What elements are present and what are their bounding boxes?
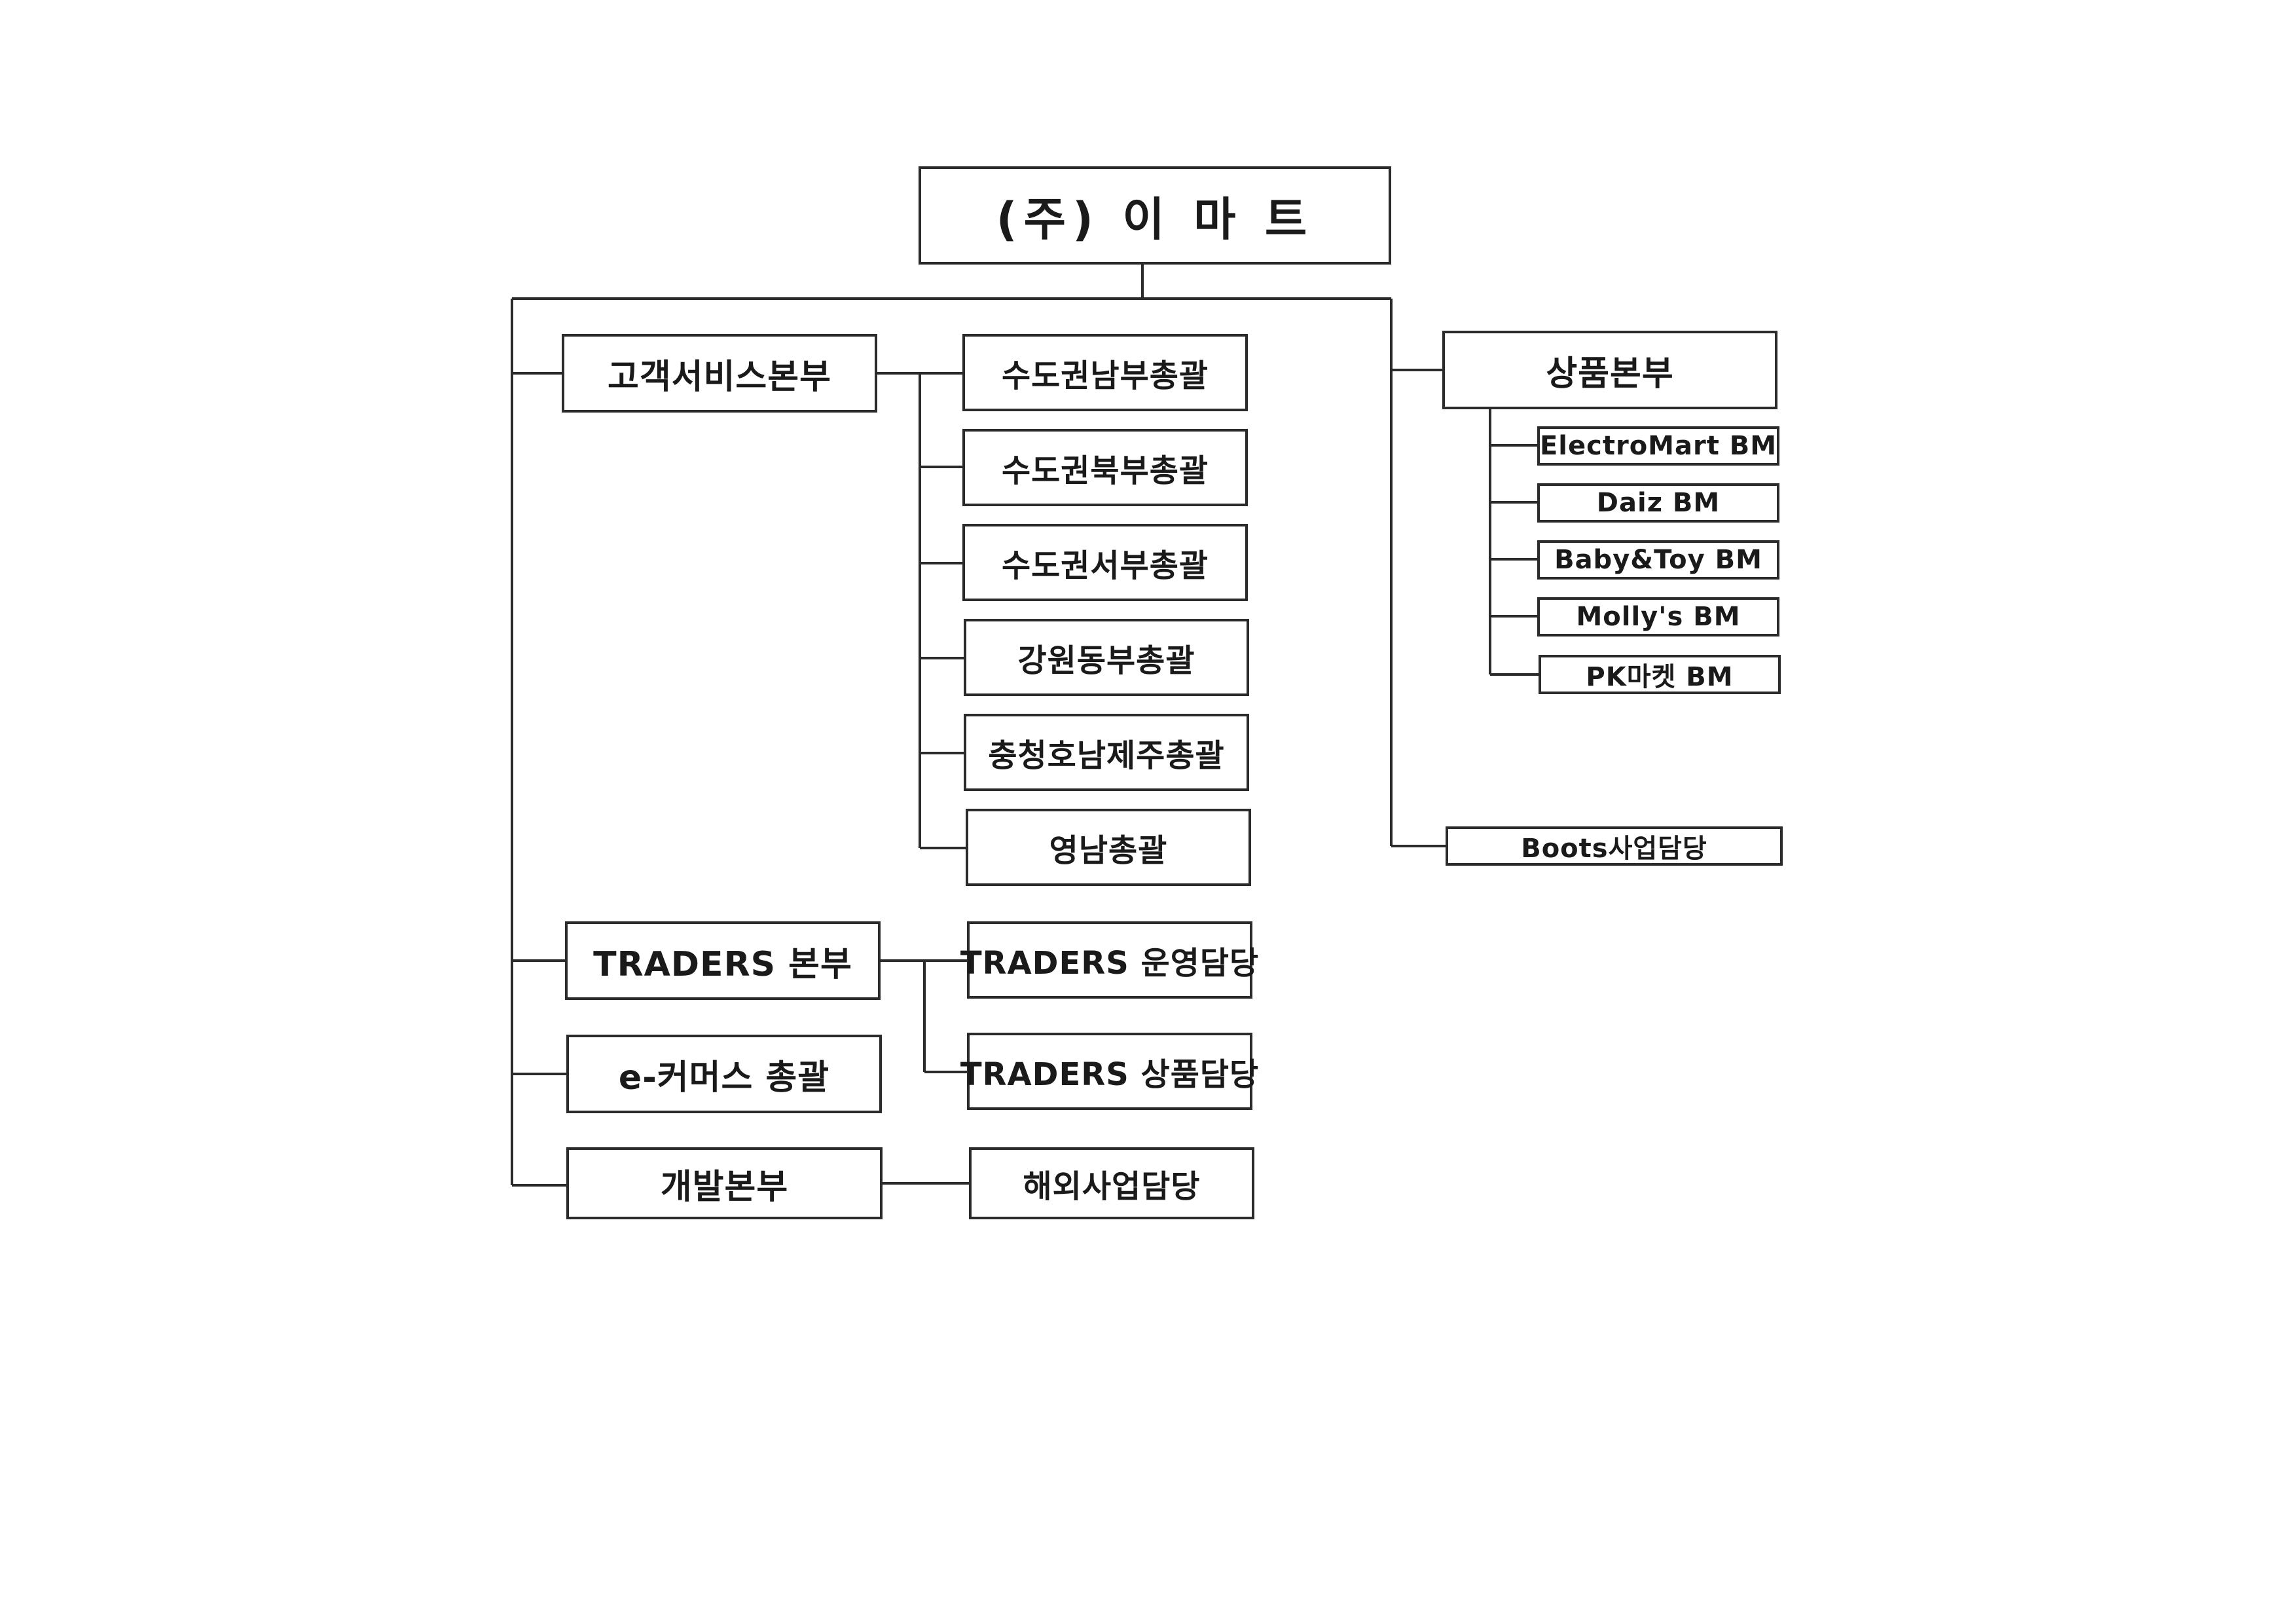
merchandise-bm-label: PK마켓 BM xyxy=(1586,662,1734,692)
region-box: 수도권서부총괄 xyxy=(962,524,1248,601)
traders-child-label: TRADERS 운영담당 xyxy=(960,945,1260,982)
boots-business-box: Boots사업담당 xyxy=(1446,826,1783,866)
traders-child-box: TRADERS 상품담당 xyxy=(960,1033,1258,1110)
traders-division-label: TRADERS 본부 xyxy=(593,944,852,984)
root-company-box: (주) 이 마 트 xyxy=(919,166,1391,265)
region-label: 강원동부총괄 xyxy=(1017,642,1195,679)
customer-service-division-label: 고객서비스본부 xyxy=(608,357,831,397)
root-company-label: (주) 이 마 트 xyxy=(996,192,1314,246)
customer-service-division-box: 고객서비스본부 xyxy=(562,334,877,413)
boots-business-label: Boots사업담당 xyxy=(1521,834,1707,864)
region-box: 수도권북부총괄 xyxy=(962,429,1248,506)
region-box: 강원동부총괄 xyxy=(964,619,1249,696)
traders-division-box: TRADERS 본부 xyxy=(565,921,881,1000)
region-box: 수도권남부총괄 xyxy=(962,334,1248,411)
merchandise-bm-box: ElectroMart BM xyxy=(1537,426,1779,466)
merchandise-bm-label: Baby&Toy BM xyxy=(1554,545,1762,575)
traders-child-box: TRADERS 운영담당 xyxy=(960,921,1258,999)
region-label: 수도권서부총괄 xyxy=(1001,547,1209,584)
region-label: 수도권북부총괄 xyxy=(1001,452,1209,489)
region-label: 충청호남제주총괄 xyxy=(988,737,1225,774)
merchandise-division-box: 상품본부 xyxy=(1442,331,1777,409)
ecommerce-division-label: e-커머스 총괄 xyxy=(618,1058,830,1098)
region-label: 영남총괄 xyxy=(1049,832,1168,869)
merchandise-bm-box: Molly's BM xyxy=(1537,597,1779,637)
merchandise-division-label: 상품본부 xyxy=(1546,354,1674,394)
development-child-box: 해외사업담당 xyxy=(969,1147,1254,1219)
merchandise-bm-label: Daiz BM xyxy=(1596,488,1721,518)
merchandise-bm-box: Daiz BM xyxy=(1537,483,1779,523)
merchandise-bm-box: PK마켓 BM xyxy=(1539,655,1781,694)
development-child-label: 해외사업담당 xyxy=(1023,1168,1201,1205)
merchandise-bm-label: Molly's BM xyxy=(1576,602,1741,632)
merchandise-bm-box: Baby&Toy BM xyxy=(1537,540,1779,580)
development-division-label: 개발본부 xyxy=(660,1167,789,1207)
merchandise-bm-label: ElectroMart BM xyxy=(1539,431,1777,461)
ecommerce-division-box: e-커머스 총괄 xyxy=(566,1035,882,1113)
region-box: 영남총괄 xyxy=(966,809,1251,886)
development-division-box: 개발본부 xyxy=(566,1147,883,1219)
region-label: 수도권남부총괄 xyxy=(1001,358,1209,394)
region-box: 충청호남제주총괄 xyxy=(964,714,1249,791)
traders-child-label: TRADERS 상품담당 xyxy=(960,1056,1260,1093)
